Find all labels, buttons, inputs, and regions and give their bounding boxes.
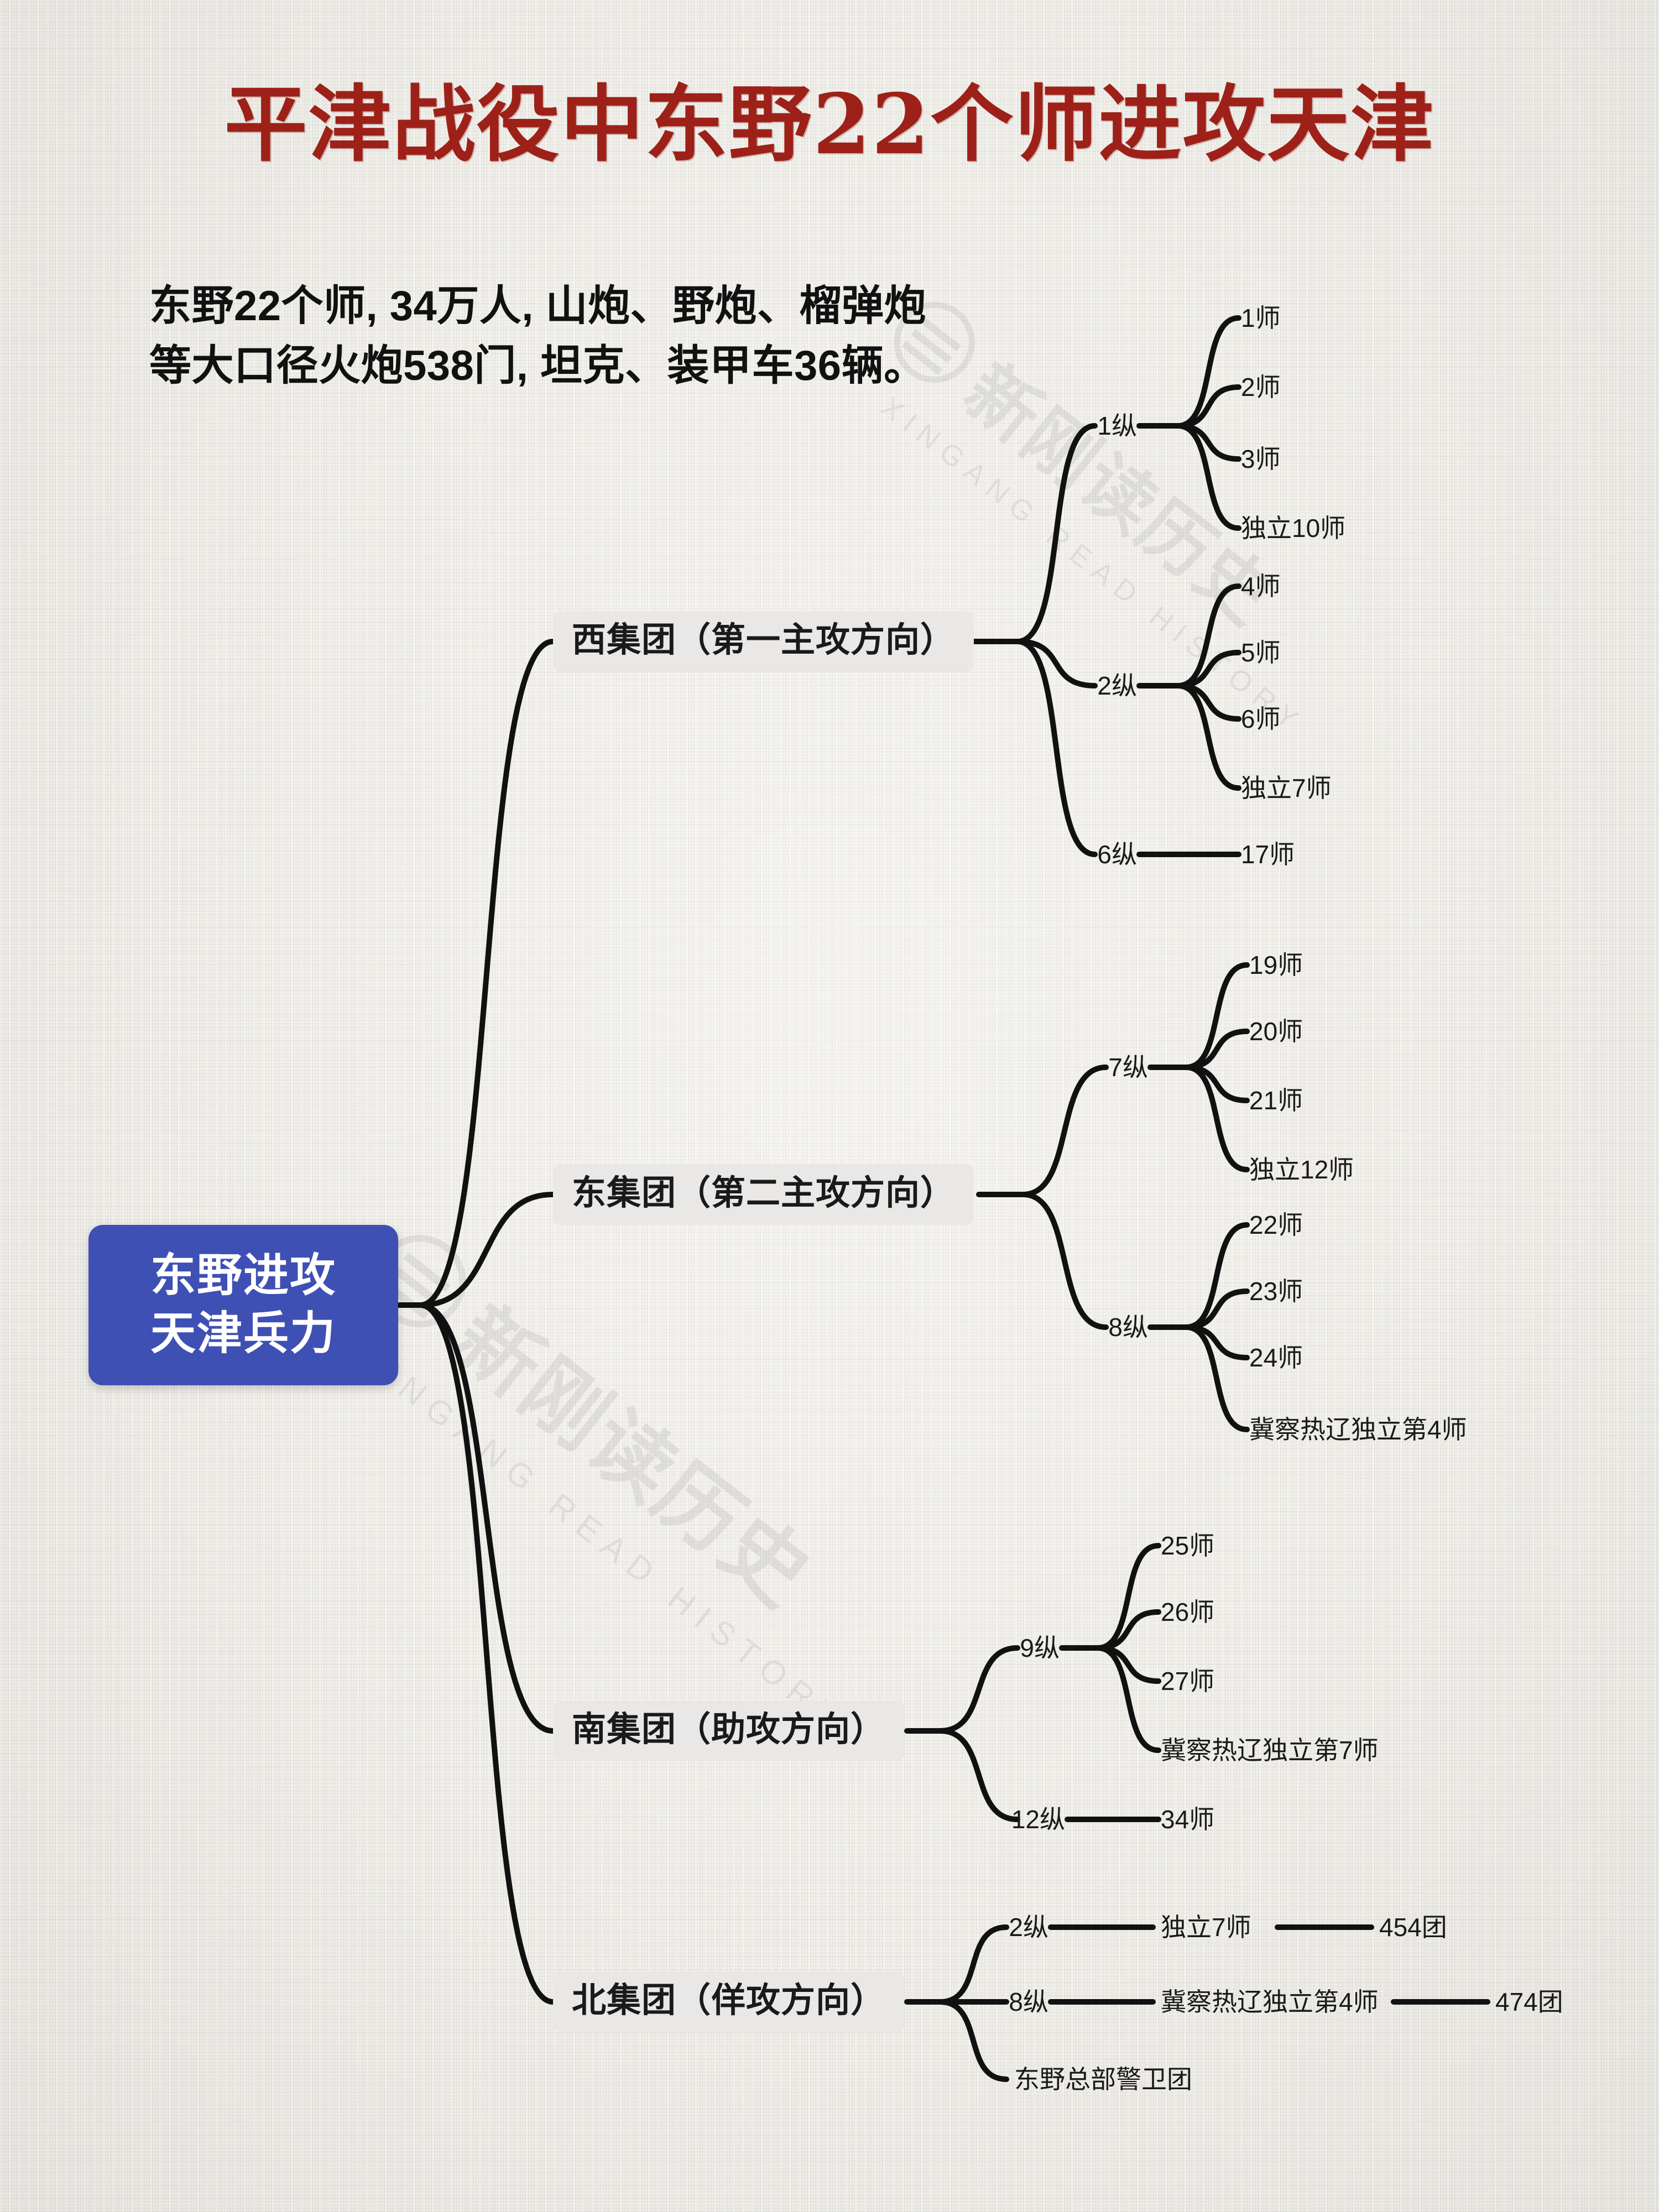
unit-node[interactable]: 26师 <box>1161 1598 1215 1626</box>
corps-node-1st-column[interactable]: 1纵 <box>1097 411 1137 440</box>
corps-node-7th-column[interactable]: 7纵 <box>1108 1053 1148 1082</box>
unit-node[interactable]: 独立7师 <box>1161 1913 1251 1942</box>
group-node-east[interactable]: 东集团（第二主攻方向） <box>553 1164 974 1225</box>
corps-node-6th-column[interactable]: 6纵 <box>1097 840 1137 869</box>
unit-node[interactable]: 冀察热辽独立第4师 <box>1249 1415 1467 1444</box>
group-node-north[interactable]: 北集团（佯攻方向） <box>553 1971 905 2032</box>
unit-node[interactable]: 22师 <box>1249 1211 1303 1239</box>
unit-node[interactable]: 冀察热辽独立第7师 <box>1161 1736 1379 1765</box>
unit-node[interactable]: 27师 <box>1161 1667 1215 1695</box>
unit-node[interactable]: 24师 <box>1249 1343 1303 1372</box>
unit-node[interactable]: 3师 <box>1241 445 1281 473</box>
corps-node-north-8th-column[interactable]: 8纵 <box>1009 1987 1048 2016</box>
unit-node[interactable]: 17师 <box>1241 840 1295 869</box>
unit-node[interactable]: 4师 <box>1241 572 1281 601</box>
root-node-line1: 东野进攻 <box>150 1250 336 1301</box>
corps-node-8th-column[interactable]: 8纵 <box>1108 1313 1148 1342</box>
corps-node-hq-guard-regiment[interactable]: 东野总部警卫团 <box>1014 2065 1192 2094</box>
regiment-node[interactable]: 474团 <box>1495 1987 1563 2016</box>
regiment-node[interactable]: 454团 <box>1379 1913 1447 1942</box>
unit-node[interactable]: 1师 <box>1241 304 1281 332</box>
corps-node-9th-column[interactable]: 9纵 <box>1020 1634 1060 1662</box>
unit-node[interactable]: 23师 <box>1249 1277 1303 1306</box>
unit-node[interactable]: 21师 <box>1249 1086 1303 1115</box>
unit-node[interactable]: 25师 <box>1161 1531 1215 1560</box>
root-node-line2: 天津兵力 <box>150 1308 336 1359</box>
unit-node[interactable]: 6师 <box>1241 705 1281 733</box>
corps-node-2nd-column[interactable]: 2纵 <box>1097 671 1137 700</box>
group-node-south[interactable]: 南集团（助攻方向） <box>553 1700 905 1761</box>
unit-node[interactable]: 独立7师 <box>1241 774 1332 802</box>
unit-node[interactable]: 独立12师 <box>1249 1155 1354 1184</box>
corps-node-12th-column[interactable]: 12纵 <box>1011 1805 1065 1834</box>
unit-node[interactable]: 冀察热辽独立第4师 <box>1161 1987 1379 2016</box>
unit-node[interactable]: 5师 <box>1241 638 1281 667</box>
group-node-west[interactable]: 西集团（第一主攻方向） <box>553 611 974 672</box>
corps-node-north-2nd-column[interactable]: 2纵 <box>1009 1913 1048 1942</box>
root-node[interactable]: 东野进攻 天津兵力 <box>88 1225 398 1385</box>
unit-node[interactable]: 34师 <box>1161 1805 1215 1834</box>
page-title: 平津战役中东野22个师进攻天津 <box>224 76 1435 173</box>
unit-node[interactable]: 独立10师 <box>1241 514 1346 542</box>
unit-node[interactable]: 19师 <box>1249 951 1303 979</box>
unit-node[interactable]: 20师 <box>1249 1017 1303 1046</box>
unit-node[interactable]: 2师 <box>1241 373 1281 401</box>
intro-paragraph: 东野22个师, 34万人, 山炮、野炮、榴弹炮等大口径火炮538门, 坦克、装甲… <box>149 283 927 389</box>
